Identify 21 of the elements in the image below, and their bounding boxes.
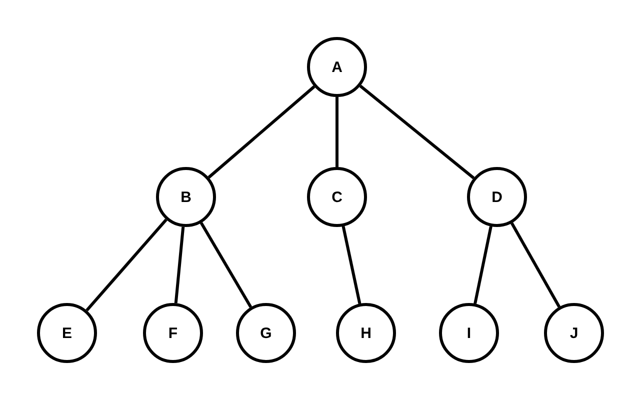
node-label: C (332, 188, 342, 206)
connector-line (474, 226, 492, 304)
connector-line (510, 222, 561, 308)
node-label: F (168, 324, 178, 342)
node-label: J (570, 324, 578, 342)
node-label: E (62, 324, 72, 342)
connector-line (342, 226, 362, 304)
node-label: B (180, 188, 192, 206)
connector-line (336, 97, 338, 167)
tree-node-circle (156, 167, 216, 227)
node-label: A (332, 58, 342, 76)
node-label: H (360, 324, 372, 342)
connector-line (359, 84, 475, 180)
connector-line (208, 85, 316, 179)
node-label: G (260, 324, 272, 342)
node-label: I (466, 324, 472, 342)
node-label: D (492, 188, 502, 206)
tree-node-circle (307, 37, 367, 97)
connector-line (200, 222, 252, 308)
connector-line (174, 226, 185, 304)
connector-line (86, 218, 168, 312)
